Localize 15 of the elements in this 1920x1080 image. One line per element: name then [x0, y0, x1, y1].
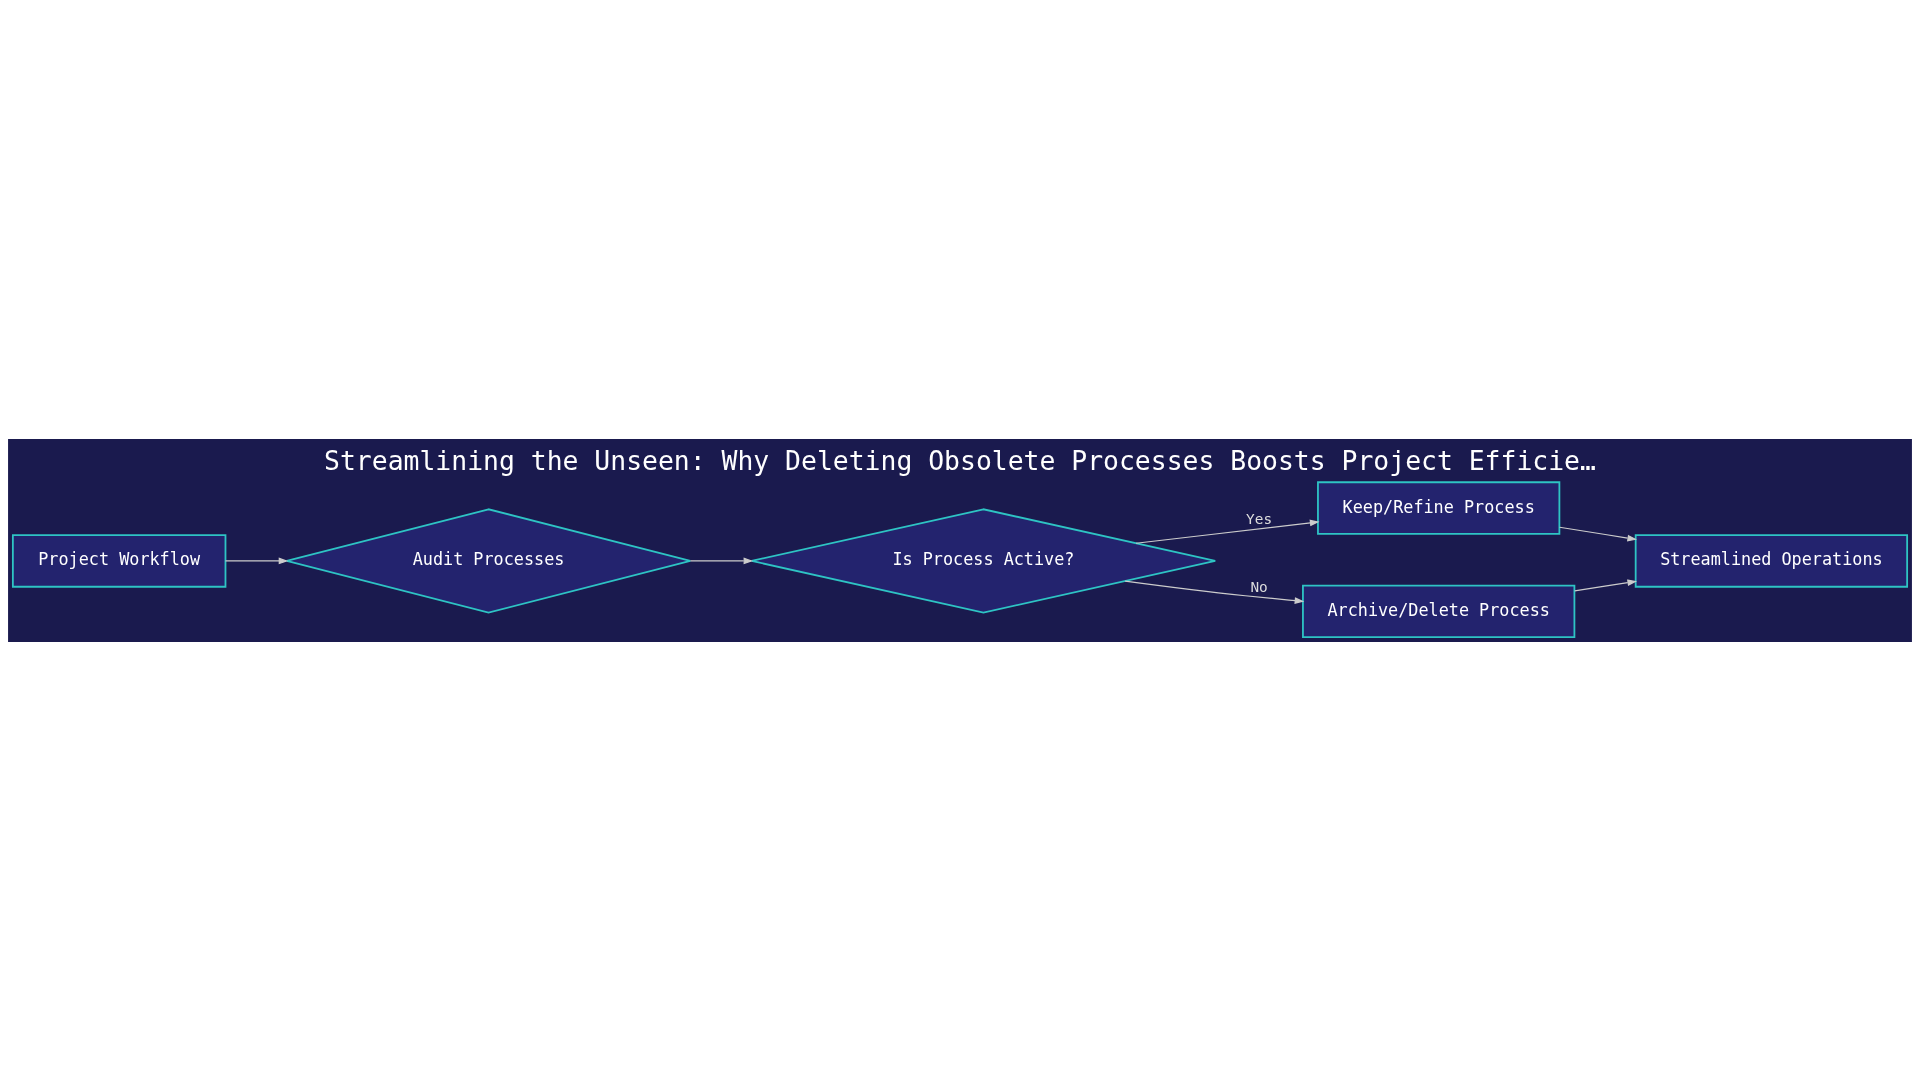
node-diamond: Is Process Active? [750, 507, 1217, 613]
node-box: Streamlined Operations [1634, 533, 1909, 588]
edge-label: Yes [1246, 510, 1273, 527]
diagram-title: Streamlining the Unseen: Why Deleting Obsolete Processes Boosts Project Efficie… [324, 444, 1596, 476]
node-diamond: Audit Processes [285, 507, 692, 613]
edge-label: No [1250, 578, 1268, 595]
arrow [689, 557, 754, 564]
arrow [1124, 579, 1305, 604]
arrow [1135, 519, 1320, 544]
arrow [224, 557, 289, 564]
arrow [1559, 526, 1637, 541]
node-box: Keep/Refine Process [1317, 480, 1561, 535]
arrow [1574, 578, 1638, 591]
node-box: Archive/Delete Process [1302, 584, 1576, 638]
node-box: Project Workflow [11, 533, 227, 588]
